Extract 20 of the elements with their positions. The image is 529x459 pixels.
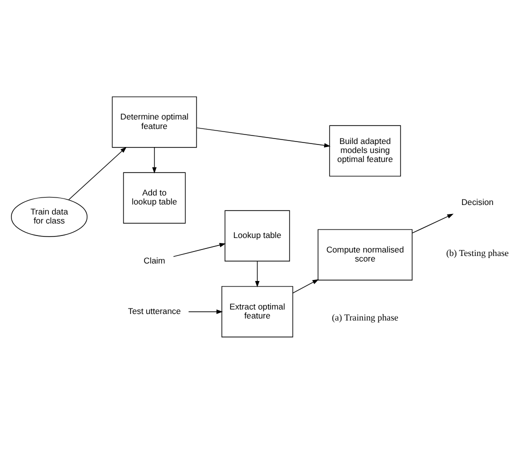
- label: (b) Testing phase: [446, 248, 509, 258]
- arrow: [68, 146, 127, 200]
- node-box: Add to lookup table: [123, 172, 186, 224]
- node-box: Lookup table: [224, 210, 290, 262]
- node-text: Test utterance: [128, 306, 181, 316]
- label: (a) Training phase: [332, 312, 398, 322]
- arrow: [412, 214, 454, 234]
- arrow: [196, 127, 331, 148]
- arrow: [292, 279, 319, 294]
- arrow: [188, 310, 223, 314]
- node-box: Compute normalised score: [318, 229, 413, 280]
- node-box: Determine optimal feature: [112, 96, 197, 148]
- node-box: Build adapted models using optimal feature: [329, 125, 401, 177]
- node-text: Decision: [461, 197, 494, 208]
- node-ellipse: Train data for class: [10, 196, 88, 237]
- arrow: [173, 242, 226, 257]
- node-box: Extract optimal feature: [221, 286, 294, 338]
- arrow: [255, 260, 260, 288]
- node-text: Claim: [144, 255, 166, 266]
- arrow: [152, 147, 157, 174]
